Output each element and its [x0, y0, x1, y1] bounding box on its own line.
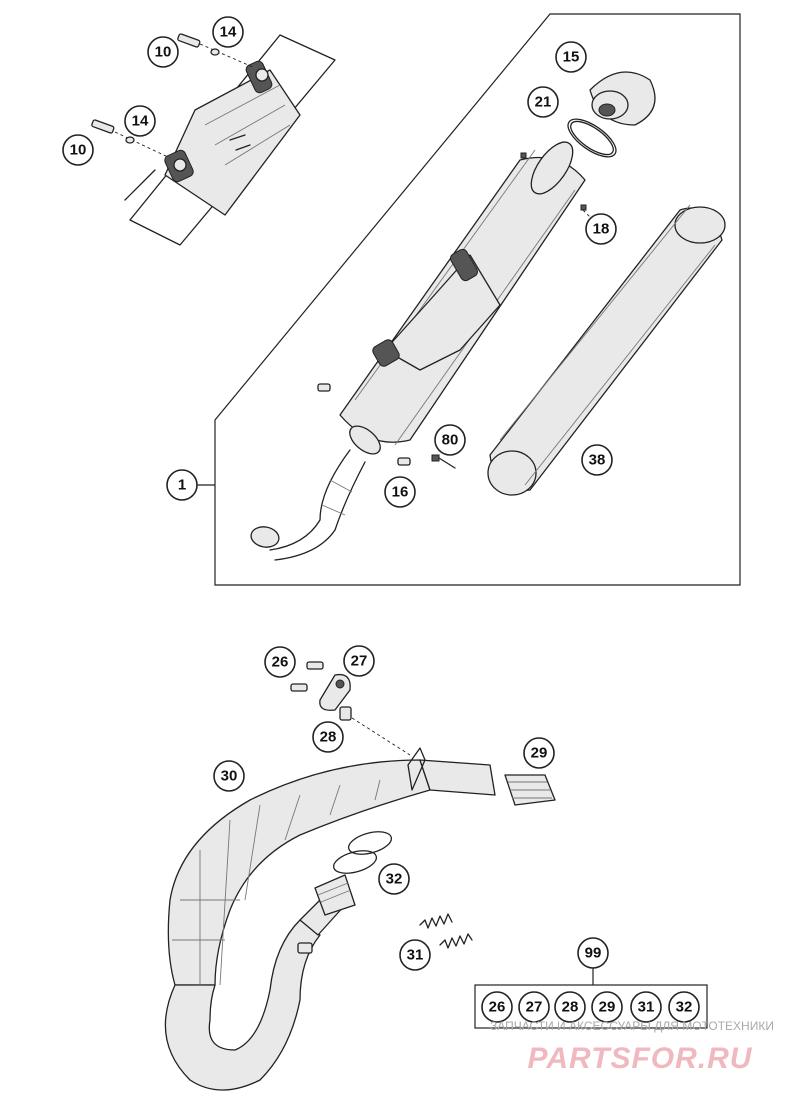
- springs-31: [419, 913, 473, 949]
- svg-text:16: 16: [392, 484, 409, 501]
- washer-14b: [125, 136, 135, 144]
- holder-27: [319, 673, 351, 711]
- callout-27: 27: [343, 645, 375, 677]
- gaskets-32: [314, 831, 393, 916]
- callout-38: 38: [581, 444, 613, 476]
- frame-mount-inset: [124, 34, 336, 246]
- svg-text:29: 29: [599, 999, 616, 1016]
- svg-text:27: 27: [351, 653, 368, 670]
- callout-32: 32: [378, 863, 410, 895]
- svg-text:28: 28: [562, 999, 579, 1016]
- callout-14b: 14: [124, 105, 156, 137]
- svg-text:32: 32: [676, 999, 693, 1016]
- watermark-brand: PARTSFOR.RU: [528, 1042, 753, 1075]
- screws-26: [290, 661, 324, 692]
- end-cap-15: [589, 71, 656, 126]
- bolt-10b: [91, 119, 171, 159]
- svg-text:15: 15: [563, 49, 580, 66]
- kit-item-27: 27: [518, 991, 550, 1023]
- kit-99-box: [474, 984, 708, 1029]
- callout-21: 21: [527, 86, 559, 118]
- svg-text:1: 1: [178, 477, 186, 494]
- svg-text:28: 28: [320, 729, 337, 746]
- svg-text:14: 14: [132, 113, 149, 130]
- svg-text:38: 38: [589, 452, 606, 469]
- callout-16: 16: [384, 476, 416, 508]
- silencer-sleeve-38: [487, 204, 726, 496]
- o-ring-21: [567, 118, 617, 158]
- callout-31: 31: [399, 939, 431, 971]
- silencer-body: [339, 141, 586, 446]
- svg-text:31: 31: [638, 999, 655, 1016]
- callout-10b: 10: [62, 134, 94, 166]
- kit-item-28: 28: [554, 991, 586, 1023]
- kit-item-31: 31: [630, 991, 662, 1023]
- bolt-10a: [177, 33, 256, 69]
- silencer-group-frame: [214, 13, 741, 586]
- plate-28: [339, 706, 411, 756]
- svg-text:18: 18: [593, 221, 610, 238]
- kit-item-26: 26: [481, 991, 513, 1023]
- svg-text:80: 80: [442, 432, 459, 449]
- callout-10a: 10: [147, 36, 179, 68]
- callout-15: 15: [555, 41, 587, 73]
- svg-text:21: 21: [535, 94, 552, 111]
- callout-26: 26: [264, 646, 296, 678]
- callout-30: 30: [213, 760, 245, 792]
- washer-14a: [210, 48, 220, 56]
- svg-text:31: 31: [407, 947, 424, 964]
- kit-item-29: 29: [591, 991, 623, 1023]
- svg-text:30: 30: [221, 768, 238, 785]
- callout-14a: 14: [212, 16, 244, 48]
- svg-text:10: 10: [70, 142, 87, 159]
- svg-text:26: 26: [272, 654, 289, 671]
- svg-text:27: 27: [526, 999, 543, 1016]
- kit-item-32: 32: [668, 991, 700, 1023]
- callout-28: 28: [312, 721, 344, 753]
- svg-text:99: 99: [585, 945, 602, 962]
- callout-18: 18: [585, 213, 617, 245]
- screws-16-80: [317, 383, 456, 469]
- svg-text:29: 29: [531, 745, 548, 762]
- rubber-sleeve-29: [504, 774, 556, 806]
- callout-80: 80: [434, 424, 466, 456]
- svg-text:32: 32: [386, 871, 403, 888]
- svg-text:10: 10: [155, 44, 172, 61]
- silencer-inlet-pipe: [250, 425, 381, 561]
- callout-29: 29: [523, 737, 555, 769]
- watermark-subtitle: ЗАПЧАСТИ И АКСЕССУАРЫ ДЛЯ МОТОТЕХНИКИ: [490, 1019, 774, 1033]
- svg-text:26: 26: [489, 999, 506, 1016]
- svg-text:14: 14: [220, 24, 237, 41]
- callout-99: 99: [577, 937, 609, 969]
- callout-1: 1: [166, 469, 198, 501]
